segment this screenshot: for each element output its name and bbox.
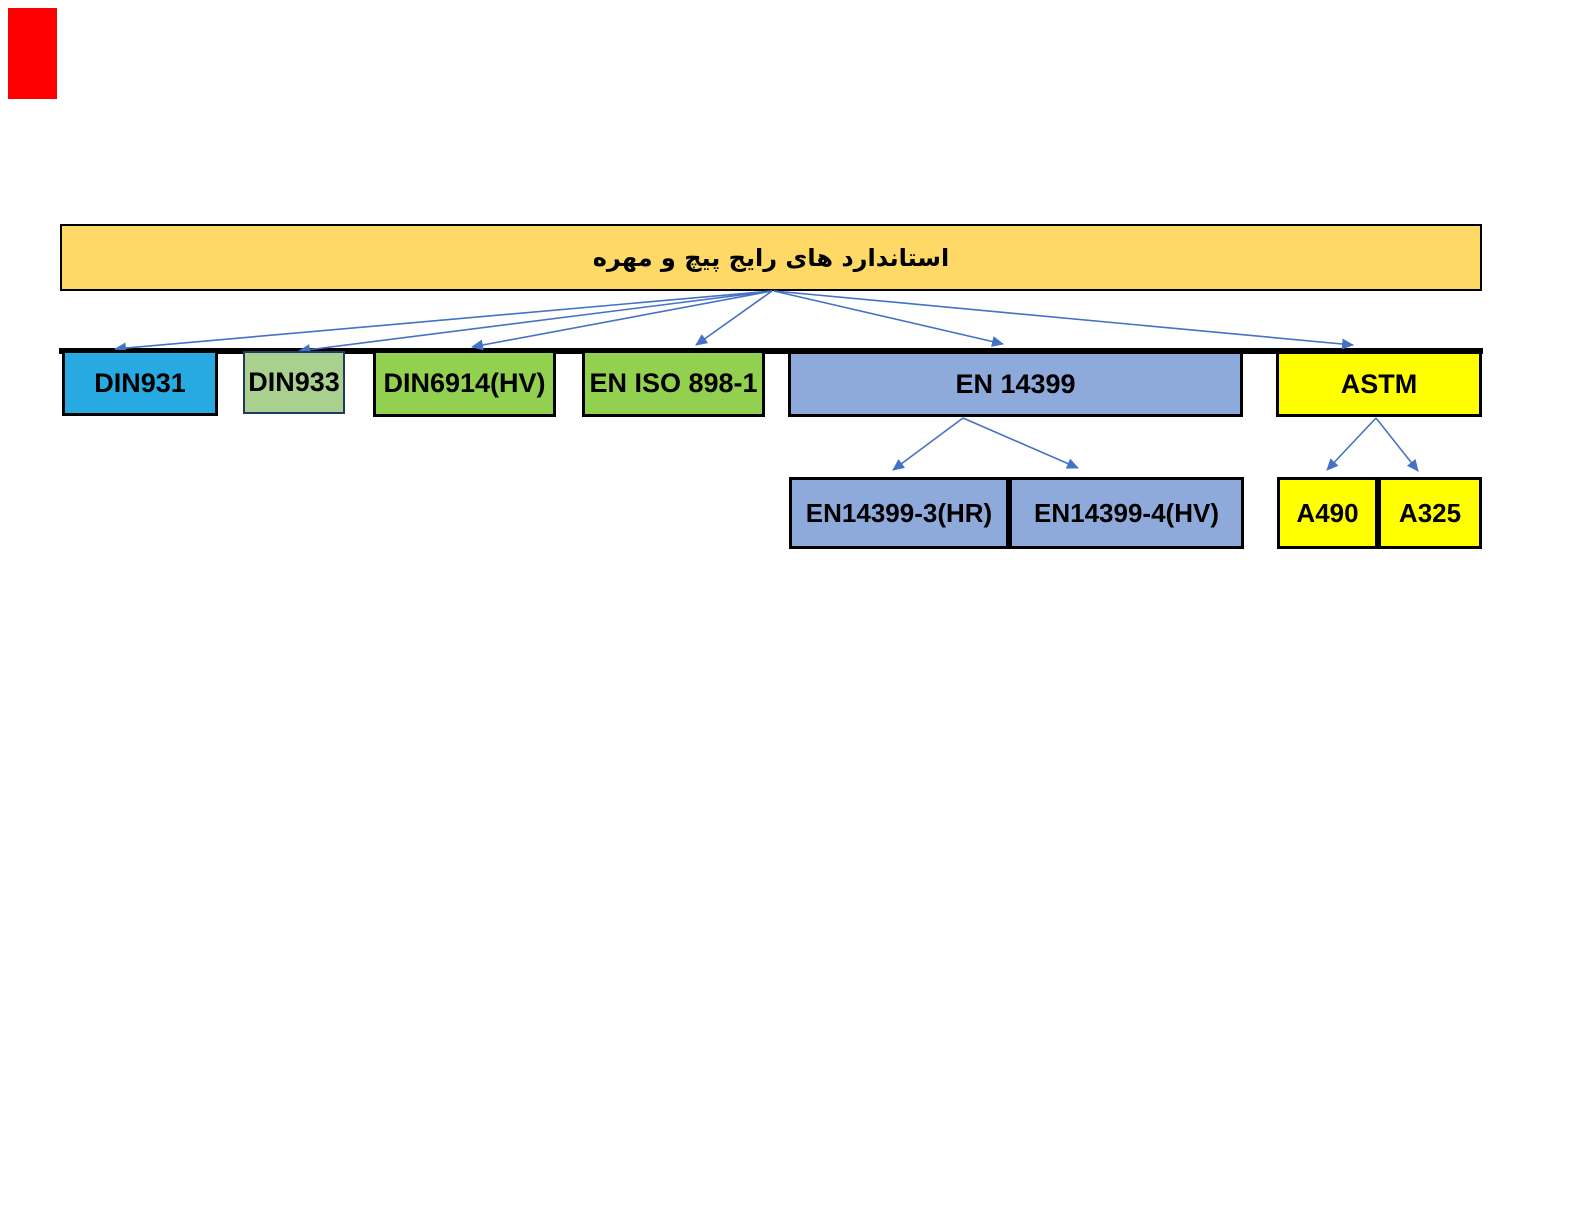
node-en14399-3-hr: EN14399-3(HR) [789, 477, 1009, 549]
node-en-14399: EN 14399 [788, 351, 1243, 417]
arrow-root-to-astm [773, 290, 1354, 350]
node-a490: A490 [1277, 477, 1378, 549]
arrow-root-to-eniso [695, 290, 773, 346]
arrow-astm-to-a490 [1326, 417, 1377, 471]
node-en-iso-898-1: EN ISO 898-1 [582, 350, 765, 417]
arrow-root-to-din931 [114, 290, 773, 354]
node-astm: ASTM [1276, 351, 1482, 417]
node-din6914-hv: DIN6914(HV) [373, 350, 556, 417]
red-rectangle-decoration [8, 8, 57, 99]
node-en14399-4-hv: EN14399-4(HV) [1009, 477, 1244, 549]
node-a325: A325 [1378, 477, 1482, 549]
arrow-astm-to-a325 [1375, 417, 1419, 472]
arrow-root-to-en14399 [773, 290, 1004, 347]
arrow-en14399-to-hr [892, 417, 964, 471]
node-din931: DIN931 [62, 350, 218, 416]
arrow-en14399-to-hv [962, 417, 1079, 469]
arrow-root-to-din933 [298, 290, 773, 356]
root-node-common-bolt-standards: استاندارد های رایج پیچ و مهره [60, 224, 1482, 291]
node-din933: DIN933 [243, 351, 345, 414]
arrow-root-to-din6914 [471, 290, 773, 351]
